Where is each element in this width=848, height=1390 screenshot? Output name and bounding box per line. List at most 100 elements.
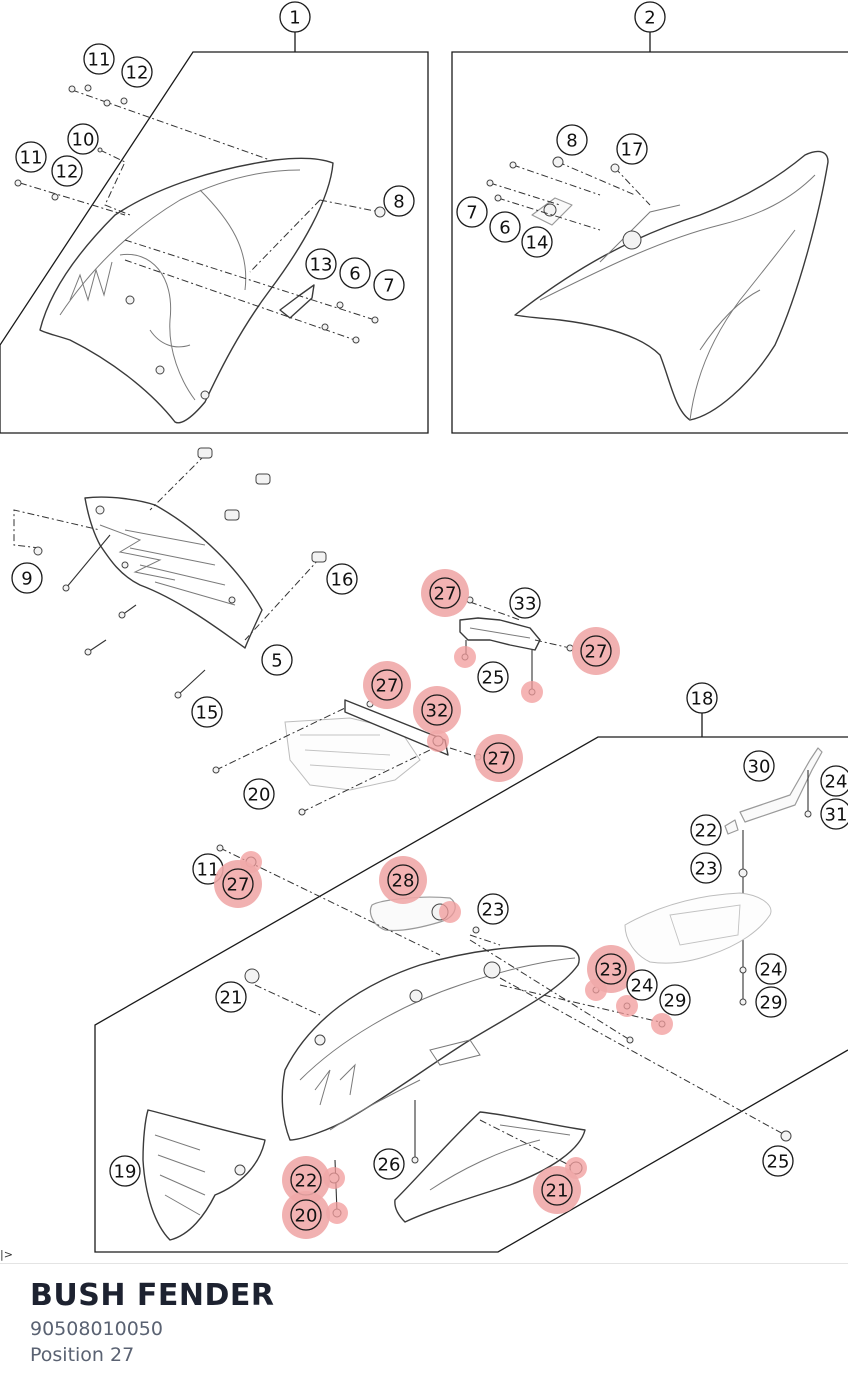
callout-21-highlighted[interactable]: 21 [533, 1166, 581, 1214]
callout-number: 7 [383, 276, 394, 297]
callout-ring [83, 43, 115, 75]
callout-9[interactable]: 9 [11, 562, 43, 594]
callout-32-highlighted[interactable]: 32 [413, 686, 461, 734]
callout-1[interactable]: 1 [279, 1, 311, 33]
callout-number: 12 [56, 162, 79, 183]
callout-27-highlighted[interactable]: 27 [363, 661, 411, 709]
callout-ring [477, 893, 509, 925]
callout-30[interactable]: 30 [743, 750, 775, 782]
callout-number: 12 [126, 63, 149, 84]
panel-1-leaders [14, 84, 386, 344]
callout-ring [261, 644, 293, 676]
callout-6[interactable]: 6 [489, 211, 521, 243]
callout-ring [686, 682, 718, 714]
callout-number: 17 [621, 140, 644, 161]
callout-number: 23 [482, 900, 505, 921]
panel-1-frame [0, 30, 429, 434]
callout-ring [305, 248, 337, 280]
callout-31[interactable]: 31 [820, 798, 848, 830]
callout-ring [580, 635, 612, 667]
callout-27-highlighted[interactable]: 27 [475, 734, 523, 782]
callout-29[interactable]: 29 [659, 984, 691, 1016]
callout-ring [191, 696, 223, 728]
callout-number: 21 [546, 1181, 569, 1202]
callout-ring [371, 669, 403, 701]
rear-fender-part [281, 945, 580, 1141]
callout-number: 15 [196, 703, 219, 724]
callout-ring [541, 1174, 573, 1206]
callout-ring [109, 1155, 141, 1187]
callout-25[interactable]: 25 [477, 661, 509, 693]
highlight-glow-1 [521, 681, 543, 703]
callout-ring [483, 742, 515, 774]
callout-33[interactable]: 33 [509, 587, 541, 619]
callout-29[interactable]: 29 [755, 986, 787, 1018]
callout-8[interactable]: 8 [556, 124, 588, 156]
callout-23[interactable]: 23 [690, 852, 722, 884]
callout-27-highlighted[interactable]: 27 [214, 860, 262, 908]
callout-21[interactable]: 21 [215, 981, 247, 1013]
left-side-fender-part [39, 157, 334, 424]
callout-number: 31 [825, 805, 848, 826]
callout-24[interactable]: 24 [626, 969, 658, 1001]
callout-ring [383, 185, 415, 217]
callout-28-highlighted[interactable]: 28 [379, 856, 427, 904]
highlight-glow-9 [326, 1202, 348, 1224]
callout-22-highlighted[interactable]: 22 [282, 1156, 330, 1204]
callout-24[interactable]: 24 [755, 953, 787, 985]
callout-number: 21 [220, 988, 243, 1009]
callout-ring [743, 750, 775, 782]
callout-19[interactable]: 19 [109, 1155, 141, 1187]
callout-ring [616, 133, 648, 165]
part-info-panel: BUSH FENDER 90508010050 Position 27 [30, 1276, 274, 1368]
callout-number: 5 [271, 651, 282, 672]
callout-ring [421, 694, 453, 726]
callout-7[interactable]: 7 [373, 269, 405, 301]
callout-11[interactable]: 11 [15, 141, 47, 173]
callout-ring [387, 864, 419, 896]
callout-26[interactable]: 26 [373, 1148, 405, 1180]
callout-6[interactable]: 6 [339, 257, 371, 289]
callout-15[interactable]: 15 [191, 696, 223, 728]
callout-12[interactable]: 12 [51, 155, 83, 187]
callout-2[interactable]: 2 [634, 1, 666, 33]
callout-ring [67, 123, 99, 155]
highlight-glow-5 [616, 995, 638, 1017]
callout-24[interactable]: 24 [820, 765, 848, 797]
callout-27-highlighted[interactable]: 27 [572, 627, 620, 675]
callout-16[interactable]: 16 [326, 563, 358, 595]
callout-number: 22 [295, 1171, 318, 1192]
callout-ring [755, 953, 787, 985]
callout-23-highlighted[interactable]: 23 [587, 945, 635, 993]
callout-12[interactable]: 12 [121, 56, 153, 88]
callout-number: 16 [331, 570, 354, 591]
callout-number: 20 [295, 1206, 318, 1227]
callout-20[interactable]: 20 [243, 778, 275, 810]
callout-18[interactable]: 18 [686, 682, 718, 714]
callout-ring [51, 155, 83, 187]
callout-5[interactable]: 5 [261, 644, 293, 676]
callout-8[interactable]: 8 [383, 185, 415, 217]
callout-ring [489, 211, 521, 243]
info-divider [0, 1263, 848, 1264]
callout-13[interactable]: 13 [305, 248, 337, 280]
callout-11[interactable]: 11 [83, 43, 115, 75]
callout-number: 24 [631, 976, 654, 997]
callout-ring [595, 953, 627, 985]
callout-20-highlighted[interactable]: 20 [282, 1191, 330, 1239]
callout-23[interactable]: 23 [477, 893, 509, 925]
callout-22[interactable]: 22 [690, 814, 722, 846]
callout-17[interactable]: 17 [616, 133, 648, 165]
callout-14[interactable]: 14 [521, 226, 553, 258]
callout-number: 27 [434, 584, 457, 605]
cursor-marker: |> [0, 1248, 13, 1261]
callout-10[interactable]: 10 [67, 123, 99, 155]
callout-25[interactable]: 25 [762, 1145, 794, 1177]
callout-27-highlighted[interactable]: 27 [421, 569, 469, 617]
callout-ring [215, 981, 247, 1013]
callout-number: 32 [426, 701, 449, 722]
callout-number: 27 [585, 642, 608, 663]
callout-ring [762, 1145, 794, 1177]
callout-7[interactable]: 7 [456, 196, 488, 228]
callout-ring [509, 587, 541, 619]
